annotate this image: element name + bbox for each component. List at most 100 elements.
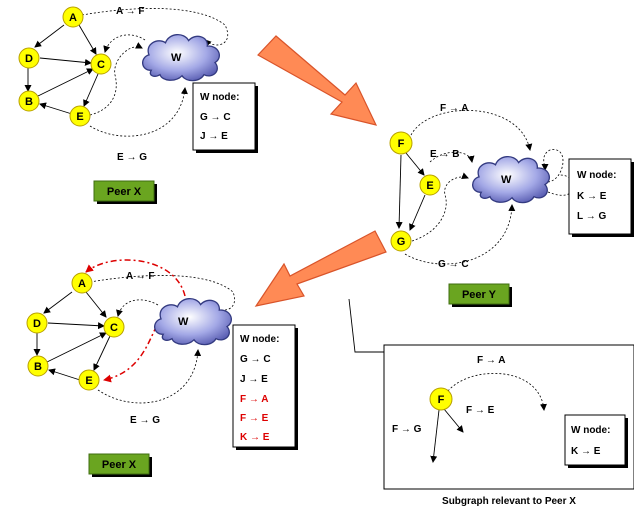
edge-f-e-new [103, 314, 166, 383]
peer-label: Peer X [102, 459, 137, 471]
svg-text:A: A [78, 278, 86, 290]
panel-peer-x-bottom: W A D C B E A → F E → G W node: G → C [26, 259, 298, 477]
wnode-title: W node: [571, 425, 610, 436]
svg-text:B: B [25, 96, 33, 108]
graph-node-e: E [78, 369, 100, 391]
edges-solid [33, 291, 111, 381]
edge-c-e [83, 73, 99, 107]
peer-badge: Peer X [88, 453, 152, 477]
edge-f-a [410, 110, 533, 151]
edge-f-a-new [85, 259, 186, 297]
wnode-title: W node: [200, 92, 239, 103]
svg-text:B: B [34, 361, 42, 373]
graph-node-e: E [69, 105, 91, 127]
wnode-line-new: K → E [240, 432, 270, 443]
edges-dashed [81, 8, 228, 137]
edge-e-g [409, 194, 426, 231]
svg-text:E: E [76, 111, 83, 123]
edge-w-c [103, 34, 146, 53]
wnode-box: W node: G → C J → E F → A F → E K → E [232, 324, 298, 450]
cloud-icon: W [471, 155, 551, 204]
edge-e-b [48, 368, 81, 381]
graph-node-d: D [18, 47, 40, 69]
edge-e-b [429, 151, 475, 163]
edge-w-self [541, 149, 564, 183]
wnode-line: J → E [240, 374, 268, 385]
graph-node-a: A [62, 6, 84, 28]
edge-f-e [405, 152, 425, 176]
wnode-line-new: F → A [240, 394, 269, 405]
svg-text:G: G [397, 236, 406, 248]
edge-e-w [89, 42, 143, 116]
subgraph-caption: Subgraph relevant to Peer X [442, 496, 576, 507]
edges-dashed [447, 373, 547, 411]
svg-text:E: E [426, 180, 433, 192]
wnode-line: G → C [200, 112, 231, 123]
edges-solid [395, 152, 426, 231]
peer-label: Peer Y [462, 289, 497, 301]
graph-node-b: B [18, 90, 40, 112]
svg-text:C: C [110, 322, 118, 334]
graph-node-b: B [27, 355, 49, 377]
edge-label-a-f: A → F [116, 6, 145, 17]
edges-dashed [404, 110, 575, 265]
wnode-box: W node: K → E [564, 414, 628, 468]
edge-f-g [395, 154, 403, 229]
edge-a-c [78, 24, 97, 55]
graph-node-e: E [419, 174, 441, 196]
subgraph-panel: F F → A F → E F → G W node: K → E Subgra… [348, 298, 634, 507]
cloud-label: W [178, 316, 189, 328]
svg-text:A: A [69, 12, 77, 24]
edge-label-f-e: F → E [466, 405, 495, 416]
edge-label-f-a: F → A [440, 103, 469, 114]
edge-g-c [404, 204, 516, 265]
edge-label-f-a: F → A [477, 355, 506, 366]
svg-text:C: C [97, 59, 105, 71]
wnode-line: G → C [240, 354, 271, 365]
cloud-icon: W [141, 33, 221, 82]
graph-node-c: C [90, 53, 112, 75]
graph-node-f: F [429, 387, 453, 411]
peer-badge: Peer X [93, 180, 157, 204]
edge-b-c [46, 332, 107, 363]
wnode-line: K → E [577, 191, 607, 202]
edge-d-c [39, 57, 92, 66]
edge-label-e-b: E → B [430, 149, 459, 160]
block-arrow-icon [254, 230, 387, 307]
peer-label: Peer X [107, 186, 142, 198]
edge-label-a-f: A → F [126, 271, 155, 282]
edge-b-c [37, 68, 94, 97]
wnode-title: W node: [240, 334, 279, 345]
edge-e-g [89, 87, 188, 137]
svg-text:F: F [438, 394, 445, 406]
edge-label-e-g: E → G [117, 152, 147, 163]
edge-e-b [39, 102, 73, 115]
edge-d-c [47, 322, 105, 330]
wnode-box: W node: G → C J → E [192, 82, 258, 153]
wnode-line: J → E [200, 131, 228, 142]
graph-node-g: G [390, 230, 412, 252]
callout-line [348, 298, 384, 353]
edges-solid [24, 24, 99, 115]
wnode-title: W node: [577, 170, 616, 181]
cloud-label: W [501, 174, 512, 186]
panel-peer-x-top: W A D C B E A → F E → G W node: [18, 6, 258, 204]
svg-text:F: F [398, 138, 405, 150]
edge-f-g [430, 409, 440, 463]
edge-label-e-g: E → G [130, 415, 160, 426]
graph-node-d: D [26, 312, 48, 334]
wnode-line: K → E [571, 446, 601, 457]
edge-label-g-c: G → C [438, 259, 469, 270]
svg-text:D: D [33, 318, 41, 330]
edge-label-f-g: F → G [392, 424, 422, 435]
edge-a-f [89, 275, 235, 312]
edge-c-e [93, 335, 111, 371]
edge-g-w [411, 172, 469, 242]
svg-text:E: E [85, 375, 92, 387]
edge-w-c [116, 299, 159, 317]
cloud-icon: W [153, 297, 233, 346]
edges-new-red [85, 259, 186, 383]
edge-a-d [34, 24, 65, 48]
block-arrow-icon [257, 35, 378, 126]
